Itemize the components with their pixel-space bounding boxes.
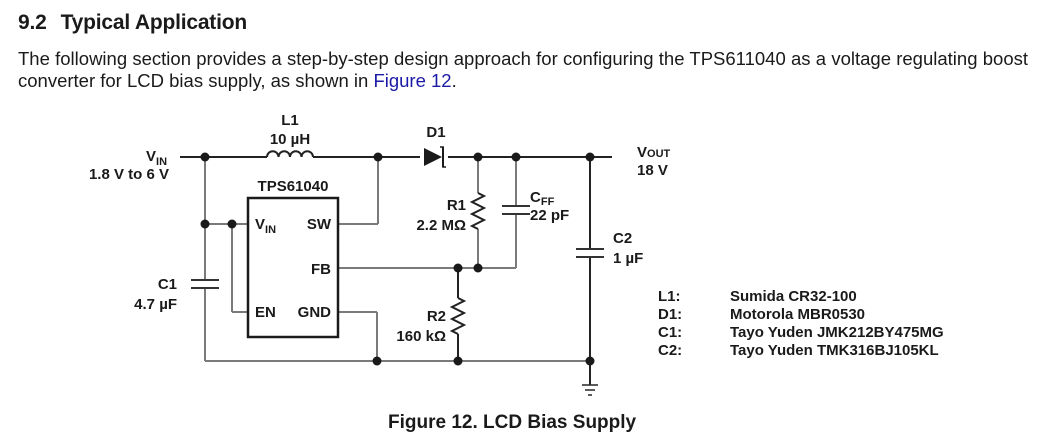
ic-pin-gnd: GND — [298, 304, 332, 321]
paragraph-end: . — [451, 70, 457, 91]
bom-ref: C1: — [658, 324, 682, 341]
vin-range-label: 1.8 V to 6 V — [89, 166, 169, 183]
junction-dot — [453, 356, 463, 366]
ic-pin-sw: SW — [307, 216, 332, 233]
junction-dot — [373, 152, 383, 162]
l1-value-label: 10 µH — [270, 131, 310, 148]
cff-ref-label: CFF — [530, 189, 555, 208]
junction-dot — [200, 219, 210, 229]
paragraph-text: The following section provides a step-by… — [18, 48, 1028, 91]
c1-value-label: 4.7 µF — [134, 296, 177, 313]
c2-capacitor-icon — [576, 248, 604, 258]
c2-ref-label: C2 — [613, 230, 632, 247]
ic-pin-vin: VIN — [255, 216, 276, 236]
d1-diode-icon — [424, 146, 446, 168]
d1-ref-label: D1 — [426, 124, 445, 141]
section-title: Typical Application — [60, 11, 248, 34]
junction-dot — [372, 356, 382, 366]
figure-caption: Figure 12. LCD Bias Supply — [388, 412, 637, 433]
c1-ref-label: C1 — [158, 276, 177, 293]
junction-dot — [585, 356, 595, 366]
cff-capacitor-icon — [502, 205, 530, 215]
ic-pin-en: EN — [255, 304, 276, 321]
tps61040-ic-body — [246, 196, 340, 339]
junction-dot — [473, 152, 483, 162]
junction-dot — [200, 152, 210, 162]
l1-ref-label: L1 — [281, 112, 299, 129]
ic-pin-fb: FB — [311, 261, 331, 278]
l1-inductor-icon — [266, 150, 314, 158]
section-number: 9.2 — [18, 11, 47, 34]
junction-dot — [511, 152, 521, 162]
cff-value-label: 22 pF — [530, 207, 569, 224]
bom-part: Tayo Yuden TMK316BJ105KL — [730, 342, 939, 359]
r2-ref-label: R2 — [427, 308, 446, 325]
vout-label: VOUT — [637, 144, 671, 161]
figure-12-link[interactable]: Figure 12 — [373, 70, 452, 91]
junction-dot — [453, 263, 463, 273]
section-heading: 9.2 Typical Application — [18, 11, 247, 35]
c1-capacitor-icon — [191, 279, 219, 289]
r1-value-label: 2.2 MΩ — [416, 217, 466, 234]
r2-value-label: 160 kΩ — [396, 328, 446, 345]
bom-part: Sumida CR32-100 — [730, 288, 857, 305]
bom-part: Motorola MBR0530 — [730, 306, 865, 323]
r1-ref-label: R1 — [447, 197, 466, 214]
r2-resistor-icon — [449, 297, 467, 335]
junction-dot — [473, 263, 483, 273]
intro-paragraph: The following section provides a step-by… — [18, 48, 1028, 92]
bom-ref: C2: — [658, 342, 682, 359]
vin-label: VIN — [146, 148, 167, 168]
bom-list: L1: Sumida CR32-100 D1: Motorola MBR0530… — [658, 288, 944, 359]
bom-part: Tayo Yuden JMK212BY475MG — [730, 324, 944, 341]
bom-ref: D1: — [658, 306, 682, 323]
junction-dots — [200, 152, 595, 366]
junction-dot — [585, 152, 595, 162]
ic-name-label: TPS61040 — [258, 178, 329, 195]
c2-value-label: 1 µF — [613, 250, 643, 267]
vout-value-label: 18 V — [637, 162, 668, 179]
bom-ref: L1: — [658, 288, 681, 305]
junction-dot — [227, 219, 237, 229]
ground-icon — [582, 384, 598, 396]
r1-resistor-icon — [469, 192, 487, 230]
